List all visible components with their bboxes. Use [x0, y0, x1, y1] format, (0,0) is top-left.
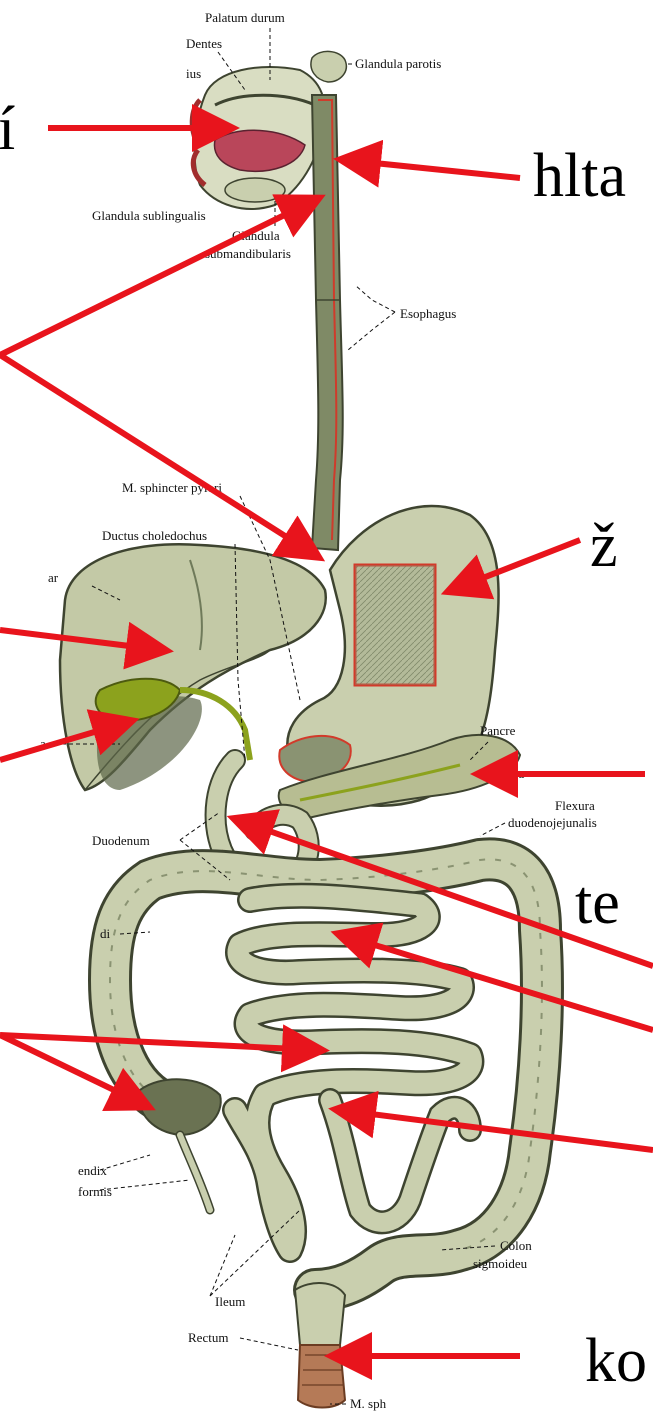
rectum: [295, 1283, 345, 1407]
caption-pharynx-fragment: hlta: [533, 145, 626, 207]
label-palatum-durum: Palatum durum: [205, 10, 285, 25]
sublingual-gland: [225, 178, 285, 202]
label-rectum: Rectum: [188, 1330, 228, 1345]
esophagus-tube: [312, 95, 343, 550]
label-ius-fragment: ius: [186, 66, 201, 81]
caption-intestine-fragment: te: [575, 872, 620, 934]
label-glandula-sublingualis: Glandula sublingualis: [92, 208, 206, 223]
arrow-esophagus-lower: [0, 355, 315, 555]
label-duodenum: Duodenum: [92, 833, 150, 848]
caption-stomach-fragment: ž: [590, 515, 618, 577]
label-glandula-parotis: Glandula parotis: [355, 56, 441, 71]
label-appendix-2: formis: [78, 1184, 112, 1199]
label-colon-sigmoideum-1: Colon: [500, 1238, 532, 1253]
parotid-gland: [311, 51, 346, 82]
small-intestine: [235, 896, 471, 1250]
label-m-sphincter-fragment: M. sph: [350, 1396, 387, 1411]
label-flexura: Flexura: [555, 798, 595, 813]
arrow-ileum: [340, 1110, 653, 1150]
label-appendix-1: endix: [78, 1163, 107, 1178]
caption-rectum-fragment: ko: [585, 1330, 647, 1392]
arrow-esophagus-upper: [0, 200, 315, 355]
label-di-fragment: di: [100, 926, 111, 941]
label-ductus-choledochus: Ductus choledochus: [102, 528, 207, 543]
label-ileum: Ileum: [215, 1294, 245, 1309]
label-dentes: Dentes: [186, 36, 222, 51]
label-hepar-fragment: ar: [48, 570, 59, 585]
label-esophagus: Esophagus: [400, 306, 456, 321]
label-colon-sigmoideum-2: sigmoideu: [473, 1256, 528, 1271]
label-pancreas-fragment: Pancre: [480, 723, 516, 738]
label-duodenojejunalis: duodenojejunalis: [508, 815, 597, 830]
cecum-appendix: [139, 1079, 221, 1210]
arrow-pharynx: [345, 160, 520, 178]
caption-mouth-fragment: í: [0, 98, 15, 160]
